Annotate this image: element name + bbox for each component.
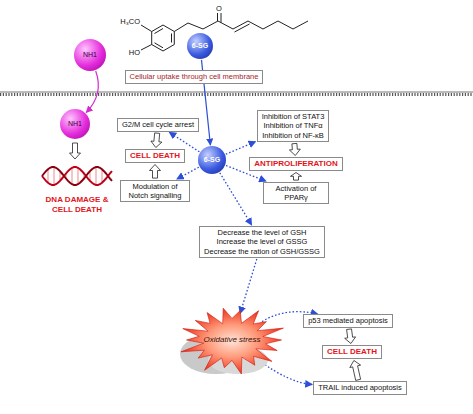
block-arrow [350,361,361,381]
node-text: Oxidative stress [204,335,261,345]
cell-membrane [0,92,473,95]
node-text: ANTIPROLIFERATION [254,159,337,169]
nh1-circle: NH1 [60,109,90,139]
atom-label: O [216,4,222,13]
node-text: Cellular uptake through cell membrane [130,72,259,81]
process-box: Decrease the level of GSHIncrease the le… [199,226,325,258]
outcome-box: CELL DEATH [125,149,185,163]
dna-rung [102,169,103,183]
dna-rung [54,167,55,185]
node-text: Decrease the level of GSH [204,228,320,237]
dna-strand [42,167,112,185]
compound-circle: 6-SG [187,33,213,59]
node-text: CELL DEATH [130,151,180,161]
node-text: Decrease the ration of GSH/GSSG [204,247,320,256]
node-text: CELL DEATH [327,347,377,357]
burst-star [181,308,284,374]
process-box: Cellular uptake through cell membrane [125,70,264,83]
arrow [86,71,98,113]
outcome-box: CELL DEATH [322,345,382,359]
dna-strand [42,167,112,185]
node-text: p53 mediated apoptosis [308,316,388,325]
dotted-arrow [240,259,257,314]
nh1-circle: NH1 [74,39,106,71]
block-arrow [289,143,300,155]
stress-burst: Oxidative stress [176,304,288,376]
block-arrow [150,165,161,179]
atom-label: H₃CO [120,17,140,26]
dna-helix [42,167,112,185]
chemical-structure [141,13,308,51]
node-text: Activation of PPARγ [268,184,324,203]
block-arrow [345,329,356,344]
dna-rung [96,167,97,185]
block-arrow [151,133,162,148]
node-text: Modulation of Notch signalling [125,182,185,201]
node-text: 6-SG [204,156,220,165]
process-box: Modulation of Notch signalling [120,180,190,203]
block-arrow [291,173,302,181]
process-box: p53 mediated apoptosis [303,314,393,327]
dotted-arrow [177,167,199,179]
dna-rung [48,169,49,183]
outcome-box: ANTIPROLIFERATION [249,157,342,171]
dotted-arrow [259,360,312,384]
node-text: G2/M cell cycle arrest [122,120,194,129]
compound-circle: 6-SG [198,146,226,174]
node-text: NH1 [68,120,82,129]
process-box: TRAIL induced apoptosis [313,381,407,394]
dna-rung [78,168,79,184]
dotted-arrow [220,173,252,225]
dotted-arrow [226,142,256,155]
node-text: TRAIL induced apoptosis [318,383,402,392]
process-box: Activation of PPARγ [263,182,329,205]
process-box: Inhibition of STAT3Inhibition of TNFαInh… [257,110,330,142]
block-arrow [70,143,81,159]
atom-label: HO [129,48,140,57]
process-box: G2/M cell cycle arrest [117,118,199,131]
node-text: 6-SG [192,42,208,51]
node-text: Inhibition of TNFα [262,121,325,130]
node-text: Inhibition of NF-κB [262,131,325,140]
node-text: NH1 [83,51,97,60]
node-text: Increase the level of GSSG [204,237,320,246]
dna-rung [72,168,73,184]
node-text: Inhibition of STAT3 [262,112,325,121]
outcome-label: DNA DAMAGE & CELL DEATH [40,195,114,214]
